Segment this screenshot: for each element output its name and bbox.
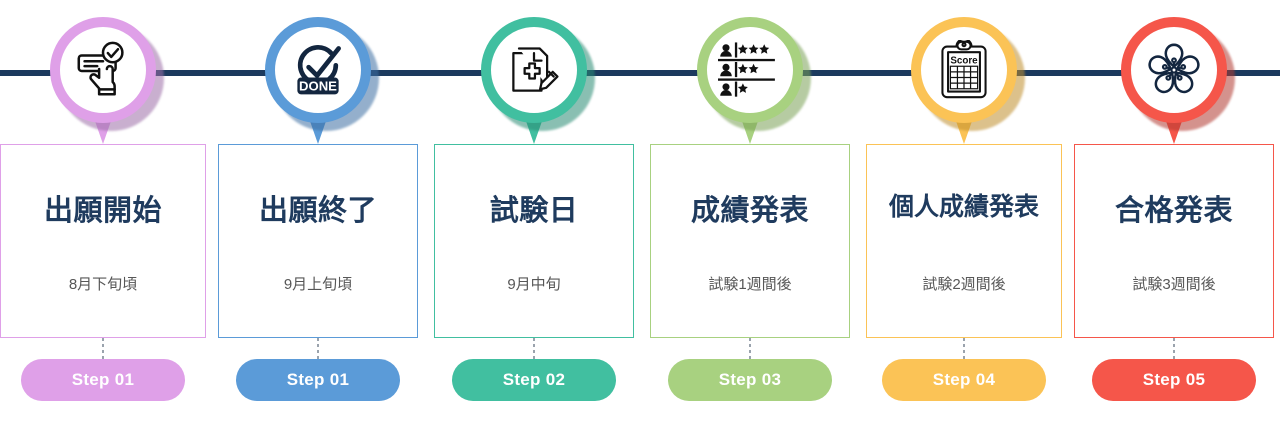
timeline-rail	[0, 70, 1280, 76]
svg-text:DONE: DONE	[299, 79, 337, 94]
step-card[interactable]: 出願開始 8月下旬頃	[0, 144, 206, 338]
document-pencil-icon	[481, 17, 587, 123]
score-clipboard-icon: Score	[911, 17, 1017, 123]
step-marker[interactable]: DONE	[265, 17, 379, 131]
step-marker[interactable]: Score	[911, 17, 1025, 131]
step-badge[interactable]: Step 05	[1092, 359, 1256, 401]
step-card[interactable]: 出願終了 9月上旬頃	[218, 144, 418, 338]
step-card[interactable]: 試験日 9月中旬	[434, 144, 634, 338]
step-subtitle: 9月上旬頃	[283, 276, 353, 293]
marker-ring	[697, 17, 803, 123]
step-card[interactable]: 成績発表 試験1週間後	[650, 144, 850, 338]
step-badge[interactable]: Step 01	[236, 359, 400, 401]
timeline-step: Score 個人成績発表 試験2週間後 Step 04	[866, 0, 1062, 427]
step-marker[interactable]	[697, 17, 811, 131]
step-badge[interactable]: Step 01	[21, 359, 185, 401]
step-connector	[963, 338, 965, 360]
step-title: 出願終了	[258, 195, 377, 227]
timeline-step: DONE 出願終了 9月上旬頃 Step 01	[218, 0, 418, 427]
hand-click-form-check-icon	[50, 17, 156, 123]
step-connector	[102, 338, 104, 360]
sakura-blossom-icon	[1121, 17, 1227, 123]
step-connector	[1173, 338, 1175, 360]
done-check-stamp-icon: DONE	[265, 17, 371, 123]
timeline-step: 出願開始 8月下旬頃 Step 01	[0, 0, 206, 427]
step-title: 成績発表	[690, 195, 809, 227]
step-marker[interactable]	[50, 17, 164, 131]
step-title: 個人成績発表	[888, 193, 1039, 221]
step-subtitle: 試験3週間後	[1132, 276, 1216, 293]
step-badge[interactable]: Step 03	[668, 359, 832, 401]
step-connector	[533, 338, 535, 360]
step-marker[interactable]	[1121, 17, 1235, 131]
step-connector	[317, 338, 319, 360]
step-subtitle: 9月中旬	[507, 276, 561, 293]
step-marker[interactable]	[481, 17, 595, 131]
timeline-step: 合格発表 試験3週間後 Step 05	[1074, 0, 1274, 427]
svg-text:Score: Score	[950, 55, 978, 66]
step-subtitle: 試験1週間後	[708, 276, 792, 293]
step-title: 出願開始	[43, 195, 162, 227]
step-title: 試験日	[489, 195, 579, 227]
timeline-step: 成績発表 試験1週間後 Step 03	[650, 0, 850, 427]
marker-ring	[265, 17, 371, 123]
step-subtitle: 試験2週間後	[922, 276, 1006, 293]
step-card[interactable]: 合格発表 試験3週間後	[1074, 144, 1274, 338]
step-card[interactable]: 個人成績発表 試験2週間後	[866, 144, 1062, 338]
ranking-stars-icon	[697, 17, 803, 123]
step-subtitle: 8月下旬頃	[68, 276, 138, 293]
step-badge[interactable]: Step 02	[452, 359, 616, 401]
timeline-step: 試験日 9月中旬 Step 02	[434, 0, 634, 427]
step-badge[interactable]: Step 04	[882, 359, 1046, 401]
step-connector	[749, 338, 751, 360]
step-title: 合格発表	[1114, 195, 1233, 227]
